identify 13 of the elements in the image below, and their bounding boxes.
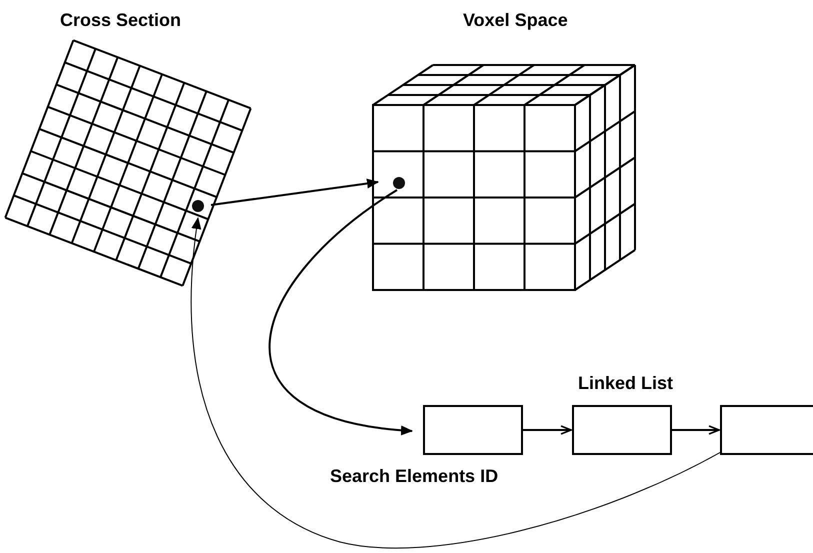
list-element-box — [720, 405, 813, 455]
heading: Cross Section — [60, 10, 182, 31]
arrow — [523, 425, 572, 435]
dot — [192, 200, 204, 212]
label: Linked List — [578, 373, 674, 394]
label: Search Elements ID — [330, 466, 498, 487]
arrow — [269, 189, 413, 435]
list-element-box — [572, 405, 672, 455]
list-element-box — [423, 405, 523, 455]
arrow — [672, 425, 720, 435]
arrow — [190, 217, 722, 549]
arrow — [210, 178, 379, 206]
heading: Voxel Space — [463, 10, 568, 31]
